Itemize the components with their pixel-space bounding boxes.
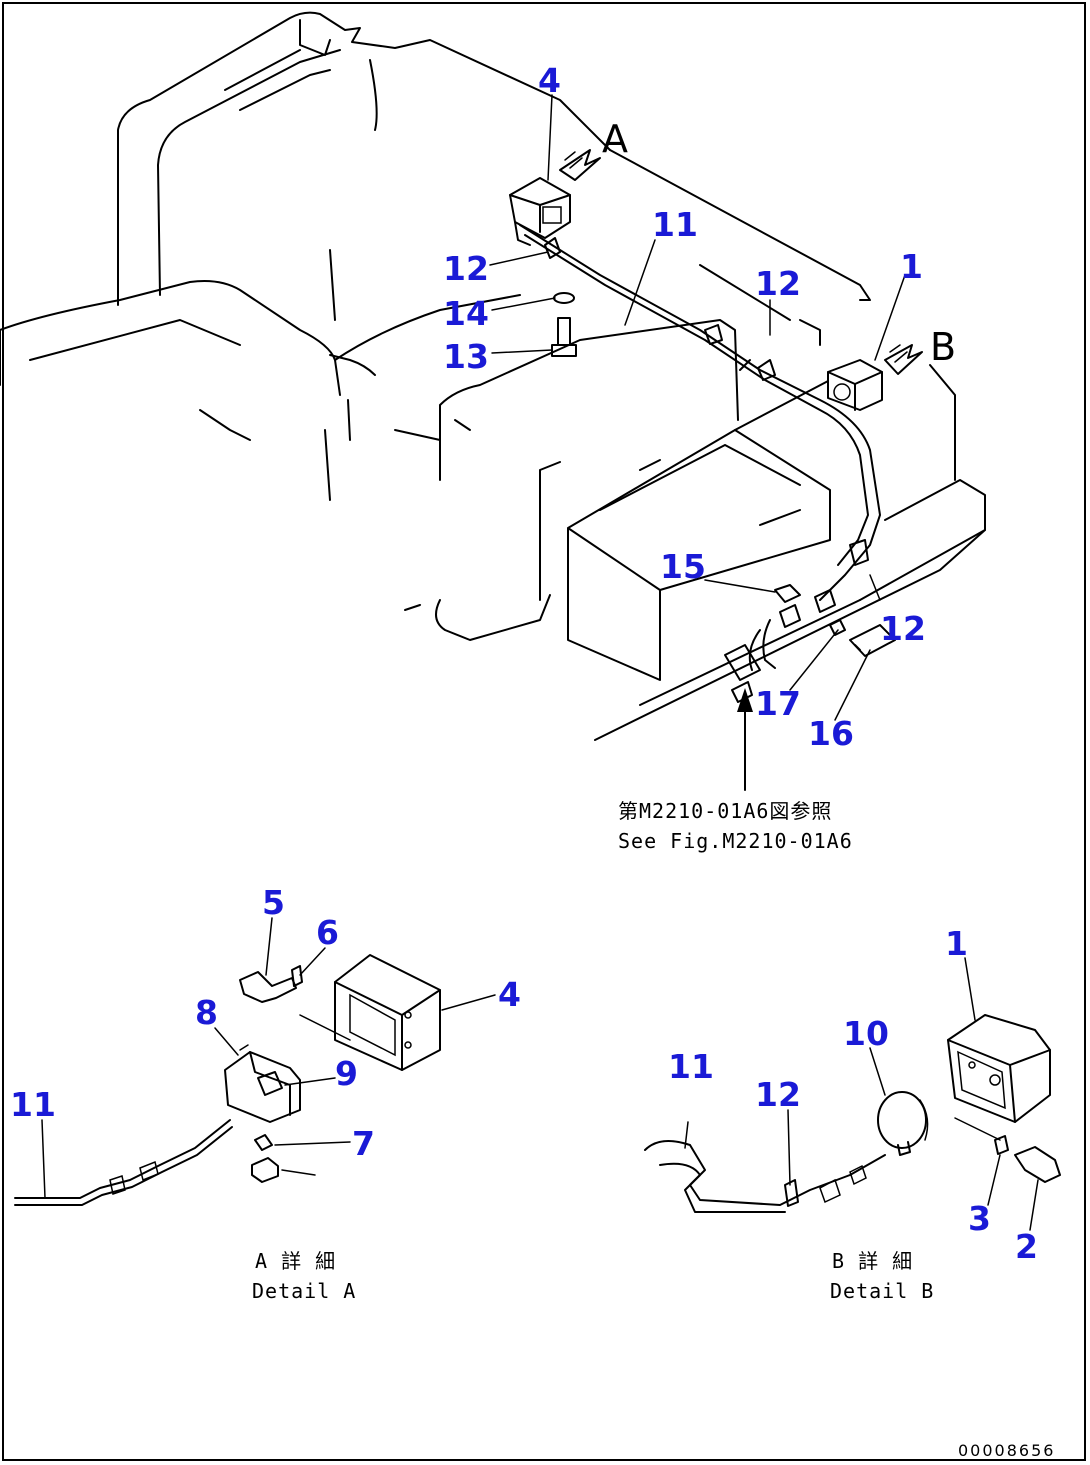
bolt-5 [239,971,297,1003]
callout-14: 14 [443,294,489,333]
detail-b-caption-jp: B 詳 細 [832,1249,913,1273]
callout-11: 11 [652,205,698,244]
drawing-number: 00008656 [958,1441,1055,1460]
callout-b-11: 11 [668,1047,714,1086]
lamp-wire-b [644,1140,886,1206]
main-assembly-view: A B 4 11 12 12 1 14 13 15 12 [0,11,986,853]
spacer [251,1157,279,1183]
reference-note-jp: 第M2210-01A6図参照 [618,799,832,823]
callout-b-1: 1 [945,924,968,963]
bulb-10 [877,1091,929,1156]
view-arrow-b [884,344,923,375]
callout-a-8: 8 [195,993,218,1032]
washer-6 [291,965,303,987]
callout-b-2: 2 [1015,1227,1038,1266]
connector-group [724,584,896,703]
leader-lines-main [489,94,906,721]
clip-12-c [849,539,869,566]
bracket-1 [947,1014,1051,1123]
battery-box-frame [439,319,739,481]
callout-12-a: 12 [443,249,489,288]
leader-lines-detail-b [684,957,1039,1231]
callout-a-7: 7 [352,1124,375,1163]
clip-12-b [704,324,723,345]
detail-a-caption-jp: A 詳 細 [255,1249,336,1273]
bolt-2 [1014,1146,1061,1183]
nut-7 [254,1134,273,1151]
view-letter-b: B [930,325,956,369]
callout-a-6: 6 [316,913,339,952]
callout-4: 4 [538,61,561,100]
callout-a-11: 11 [10,1085,56,1124]
detail-b-view: 1 10 11 12 3 2 B 詳 細 Detail B [644,924,1061,1303]
callout-13: 13 [443,337,489,376]
leader-lines-detail-a [41,917,496,1199]
detail-b-caption-en: Detail B [830,1279,934,1303]
detail-a-view: 5 6 4 8 9 7 11 A 詳 細 Detail A [10,883,521,1303]
clip-12-a [544,237,561,259]
reference-note-en: See Fig.M2210-01A6 [618,829,853,853]
callout-12-b: 12 [755,264,801,303]
callout-16: 16 [808,714,854,753]
battery-box [567,429,831,681]
callout-b-12: 12 [755,1075,801,1114]
view-letter-a: A [602,117,628,161]
lamp-1-assembly [827,359,883,411]
view-arrow-a [559,149,601,181]
callout-b-3: 3 [968,1199,991,1238]
callout-17: 17 [755,684,801,723]
callout-12-c: 12 [880,609,926,648]
lamp-4-assembly [509,177,571,246]
reference-arrow [737,688,753,791]
callout-b-10: 10 [843,1014,889,1053]
cab-outline [117,11,611,306]
lamp-wire [14,1119,231,1199]
callout-15: 15 [660,547,706,586]
washer-3 [994,1135,1009,1155]
callout-1: 1 [900,247,923,286]
fuel-tank-outline [0,280,341,396]
detail-a-caption-en: Detail A [252,1279,356,1303]
lamp-8 [224,1044,301,1123]
rear-frame [734,364,986,601]
callout-a-4: 4 [498,975,521,1014]
bracket-4 [334,954,441,1071]
callout-a-9: 9 [335,1054,358,1093]
callout-a-5: 5 [262,883,285,922]
wiring-harness [519,224,881,601]
